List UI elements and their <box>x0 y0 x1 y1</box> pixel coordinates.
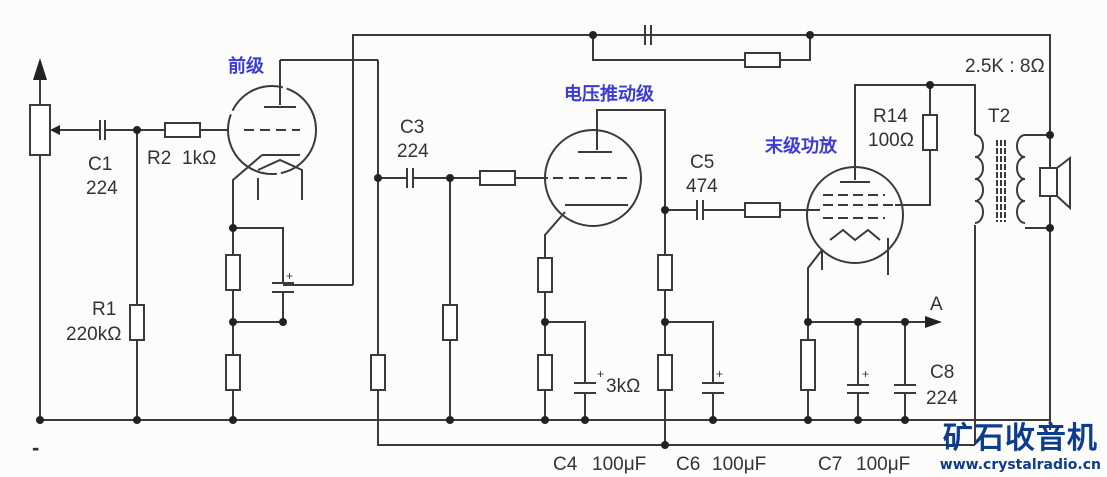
c3-value: 224 <box>397 141 429 162</box>
t2-label: T2 <box>988 106 1010 127</box>
speaker-icon <box>1039 155 1071 211</box>
watermark-title: 矿石收音机 <box>942 421 1098 456</box>
t2-ratio: 2.5K : 8Ω <box>965 56 1045 77</box>
wires <box>39 34 1051 446</box>
c3-label: C3 <box>400 117 424 138</box>
watermark: 矿石收音机 www.crystalradio.cn <box>940 421 1101 473</box>
output-a-label: A <box>930 294 943 315</box>
r2-value: 1kΩ <box>182 148 216 169</box>
c8-value: 224 <box>926 388 958 409</box>
r14-value: 100Ω <box>868 130 914 151</box>
c6-label: C6 <box>676 454 700 475</box>
output-a-arrow-icon <box>925 316 942 328</box>
r2-label: R2 <box>147 148 171 169</box>
volume-potentiometer[interactable] <box>29 104 51 156</box>
c4-value: 100μF <box>592 454 646 475</box>
tube-power <box>806 166 904 275</box>
r14-label: R14 <box>873 106 908 127</box>
stage-label-final: 末级功放 <box>765 135 838 157</box>
resistors <box>129 52 938 391</box>
output-arrow-icon <box>33 58 47 80</box>
svg-text:+: + <box>862 367 869 381</box>
c7-label: C7 <box>818 454 842 475</box>
wiper-arrow-icon <box>50 125 60 135</box>
r1-value: 220kΩ <box>66 324 121 345</box>
capacitors: + + + + <box>99 25 916 394</box>
watermark-url: www.crystalradio.cn <box>939 457 1101 473</box>
r-3k-value: 3kΩ <box>606 376 640 397</box>
c8-label: C8 <box>930 362 954 383</box>
c1-label: C1 <box>88 154 112 175</box>
output-transformer <box>974 134 1050 229</box>
c5-value: 474 <box>686 176 718 197</box>
c1-value: 224 <box>86 178 118 199</box>
c5-label: C5 <box>690 152 714 173</box>
c4-label: C4 <box>553 454 578 475</box>
stage-label-pre: 前级 <box>228 55 265 77</box>
c7-value: 100μF <box>856 454 910 475</box>
svg-text:+: + <box>286 269 293 283</box>
junction-dots <box>36 31 1054 449</box>
ground-label: - <box>32 435 39 460</box>
tube-driver <box>544 129 642 227</box>
tube-preamp <box>227 85 317 200</box>
svg-text:+: + <box>597 367 604 381</box>
r1-label: R1 <box>92 299 116 320</box>
stage-label-driver: 电压推动级 <box>564 83 655 105</box>
c6-value: 100μF <box>712 454 766 475</box>
svg-text:+: + <box>716 367 723 381</box>
